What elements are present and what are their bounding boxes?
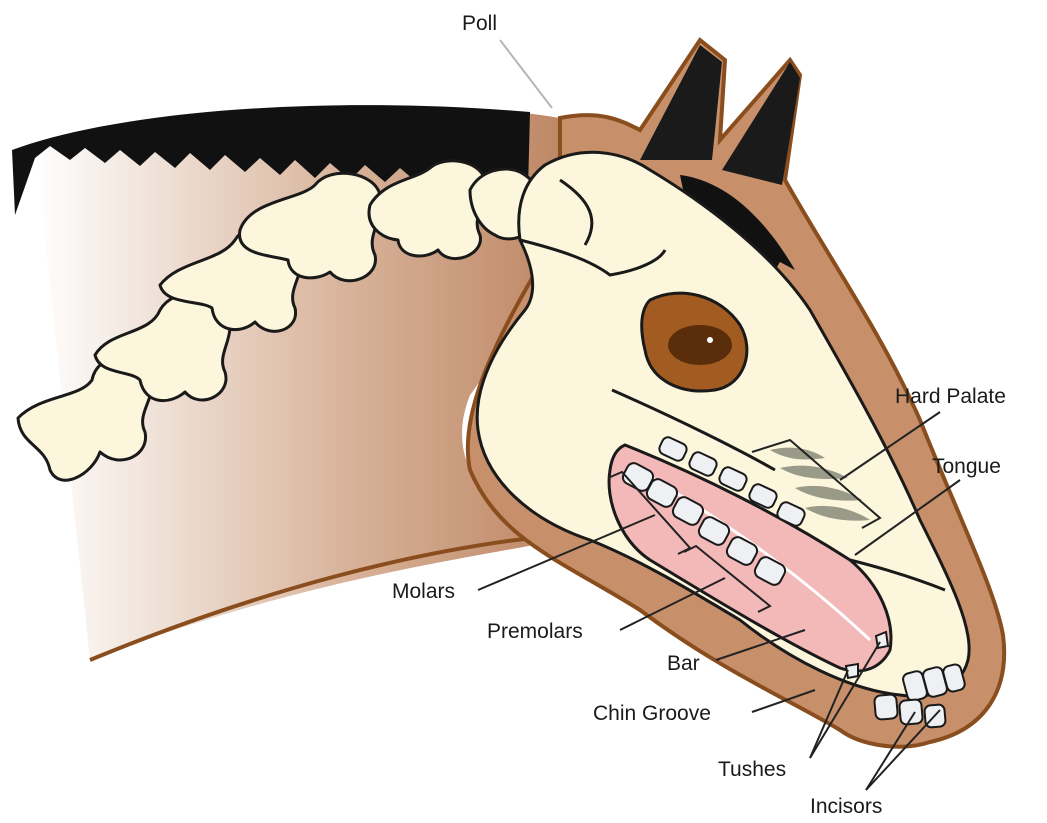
label-poll: Poll xyxy=(462,12,497,35)
label-bar: Bar xyxy=(667,652,700,675)
label-hard-palate: Hard Palate xyxy=(895,385,1006,408)
label-premolars: Premolars xyxy=(487,620,583,643)
left-ear xyxy=(640,45,722,160)
label-molars: Molars xyxy=(392,580,455,603)
eyeball xyxy=(668,325,732,365)
poll-leader xyxy=(500,40,552,108)
label-tongue: Tongue xyxy=(932,455,1001,478)
eye-highlight xyxy=(707,337,713,343)
label-incisors: Incisors xyxy=(810,795,882,818)
label-chin-groove: Chin Groove xyxy=(593,702,711,725)
label-tushes: Tushes xyxy=(718,758,786,781)
